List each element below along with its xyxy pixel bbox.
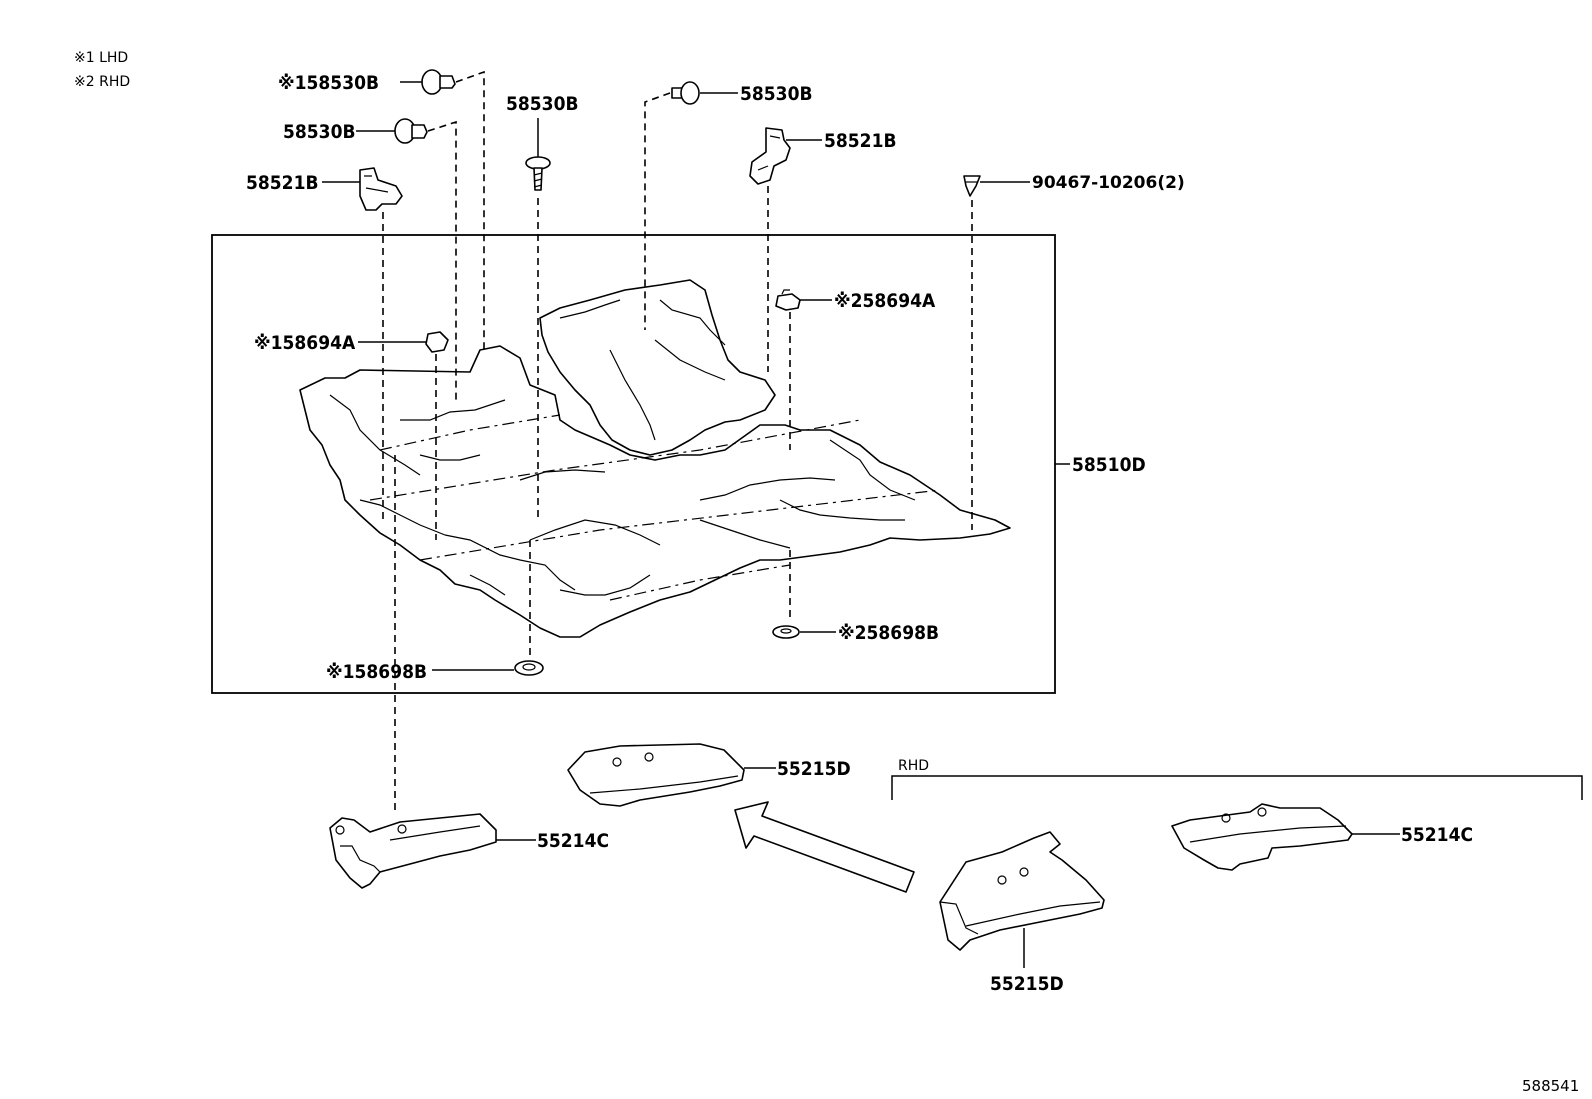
legend-lhd: ※1 LHD [74,50,128,66]
clip-58694A-lhd[interactable] [425,331,449,353]
clip-58530B-lhd[interactable] [421,69,456,95]
label-58521B-left[interactable]: 58521B [246,172,319,194]
label-58530B-a[interactable]: 58530B [283,121,356,143]
direction-arrow [734,801,915,893]
pad-55215D-top[interactable] [567,743,745,807]
grommet-58698B-rhd[interactable] [772,625,800,639]
label-58530B-b[interactable]: 58530B [506,93,579,115]
drawing-number: 588541 [1522,1077,1579,1095]
label-58694A-rhd[interactable]: ※258694A [834,290,936,312]
rhd-group-bracket [891,775,1583,800]
pad-55214C-left[interactable] [329,813,497,889]
clip-58521B-left[interactable] [359,167,403,211]
floor-carpet-58510D[interactable] [299,279,1011,638]
clip-90467-10206[interactable] [963,175,981,197]
label-55215D-bottom[interactable]: 55215D [990,973,1064,995]
label-55214C-left[interactable]: 55214C [537,830,609,852]
clip-58530B-c[interactable] [671,81,700,105]
label-58694A-lhd[interactable]: ※158694A [254,332,356,354]
label-58530B-lhd[interactable]: ※158530B [278,72,379,94]
grommet-58698B-lhd[interactable] [514,660,544,676]
label-55214C-right[interactable]: 55214C [1401,824,1473,846]
pad-55214C-right[interactable] [1171,803,1353,871]
pad-55215D-bottom[interactable] [939,831,1105,951]
clip-58694A-rhd[interactable] [775,289,801,311]
dashline-58530B-lhd [455,70,485,350]
label-rhd-group: RHD [898,758,929,774]
label-58698B-lhd[interactable]: ※158698B [326,661,427,683]
screw-58530B-b[interactable] [525,156,551,191]
label-58530B-c[interactable]: 58530B [740,83,813,105]
label-90467-10206[interactable]: 90467-10206(2) [1032,173,1185,193]
label-55215D-top[interactable]: 55215D [777,758,851,780]
label-58521B-right[interactable]: 58521B [824,130,897,152]
dashline-58530B-a [427,120,457,400]
label-58510D[interactable]: 58510D [1072,454,1146,476]
legend-rhd: ※2 RHD [74,74,130,90]
clip-58521B-right[interactable] [749,127,791,185]
label-58698B-rhd[interactable]: ※258698B [838,622,939,644]
dashline-58530B-c [644,92,671,330]
clip-58530B-a[interactable] [394,118,428,144]
